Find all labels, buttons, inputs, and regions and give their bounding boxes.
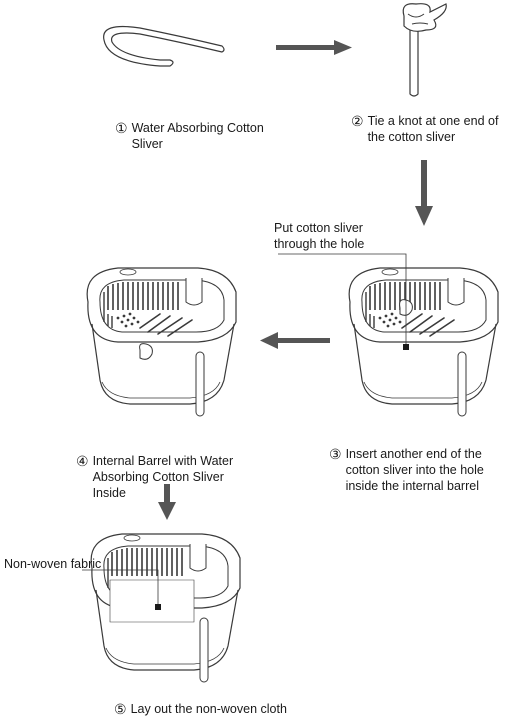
step-3-number: ③ xyxy=(329,446,342,462)
arrow-left xyxy=(260,332,330,349)
step-4-number: ④ xyxy=(76,453,89,469)
step-2-label: ② Tie a knot at one end of the cotton sli… xyxy=(351,113,498,145)
step-2-number: ② xyxy=(351,113,364,129)
barrel-step4 xyxy=(86,267,237,417)
step-4-line-1: Internal Barrel with Water xyxy=(92,454,234,468)
step-2-line-2: the cotton sliver xyxy=(367,130,456,144)
step-3-line-3: inside the internal barrel xyxy=(345,479,479,493)
step-3-line-1: Insert another end of the xyxy=(345,447,482,461)
arrow-right-1 xyxy=(276,40,352,55)
knotted-sliver-icon xyxy=(402,3,447,97)
arrow-down xyxy=(415,160,433,226)
step-4-line-2: Absorbing Cotton Sliver xyxy=(92,470,224,484)
fabric-callout-text: Non-woven fabric xyxy=(4,556,101,572)
arrow-down-2 xyxy=(158,484,176,520)
hole-callout-leader xyxy=(278,253,409,350)
step-1-number: ① xyxy=(115,120,128,136)
step-3-label: ③ Insert another end of the cotton sliver… xyxy=(329,446,484,494)
hole-callout-line-1: Put cotton sliver xyxy=(274,221,363,235)
step-4-line-3: Inside xyxy=(92,486,126,500)
step-5-label: ⑤ Lay out the non-woven cloth xyxy=(114,701,287,717)
step-1-line-1: Water Absorbing Cotton xyxy=(131,121,264,135)
hole-callout-line-2: through the hole xyxy=(274,237,365,251)
step-3-line-2: cotton sliver into the hole xyxy=(345,463,484,477)
step-5-number: ⑤ xyxy=(114,701,127,717)
cotton-sliver-icon xyxy=(103,25,225,67)
step-5-line-1: Lay out the non-woven cloth xyxy=(130,702,287,716)
fabric-callout-leader xyxy=(82,569,161,610)
hole-callout-text: Put cotton sliver through the hole xyxy=(274,220,364,252)
step-2-line-1: Tie a knot at one end of xyxy=(367,114,499,128)
barrel-step3 xyxy=(348,267,499,417)
barrel-step5 xyxy=(90,533,241,683)
step-1-line-2: Sliver xyxy=(131,137,163,151)
fabric-callout-line: Non-woven fabric xyxy=(4,557,102,571)
